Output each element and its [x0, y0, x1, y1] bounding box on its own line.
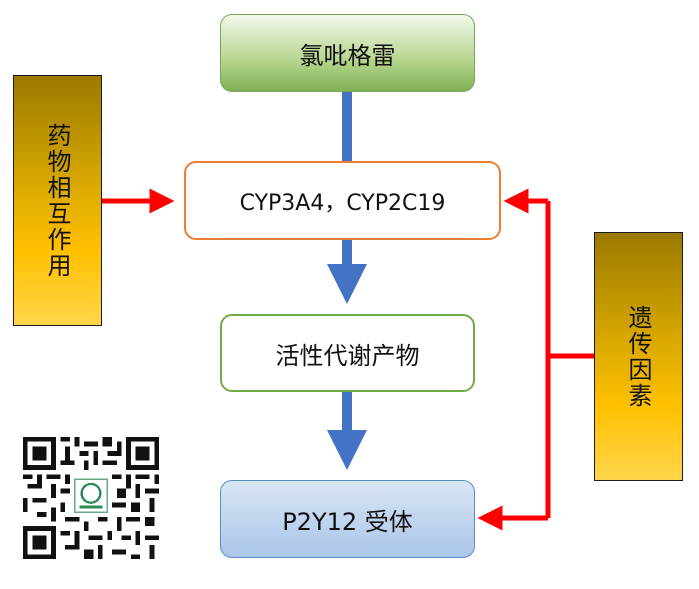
node-drug-interaction: 药物相互作用	[13, 75, 102, 326]
node-genetic-factors-label: 遗传因素	[624, 304, 652, 409]
node-p2y12-receptor: P2Y12 受体	[220, 480, 475, 558]
node-active-metabolite-label: 活性代谢产物	[275, 341, 420, 370]
node-clopidogrel: 氯吡格雷	[220, 14, 475, 92]
node-clopidogrel-label: 氯吡格雷	[299, 41, 396, 70]
node-cyp-enzymes-label: CYP3A4，CYP2C19	[239, 190, 446, 216]
node-p2y12-receptor-label: P2Y12 受体	[282, 507, 413, 536]
node-active-metabolite: 活性代谢产物	[220, 314, 475, 392]
node-drug-interaction-label: 药物相互作用	[43, 122, 71, 279]
qr-code-image	[23, 437, 159, 559]
node-genetic-factors: 遗传因素	[594, 232, 683, 481]
node-cyp-enzymes: CYP3A4，CYP2C19	[184, 161, 501, 240]
